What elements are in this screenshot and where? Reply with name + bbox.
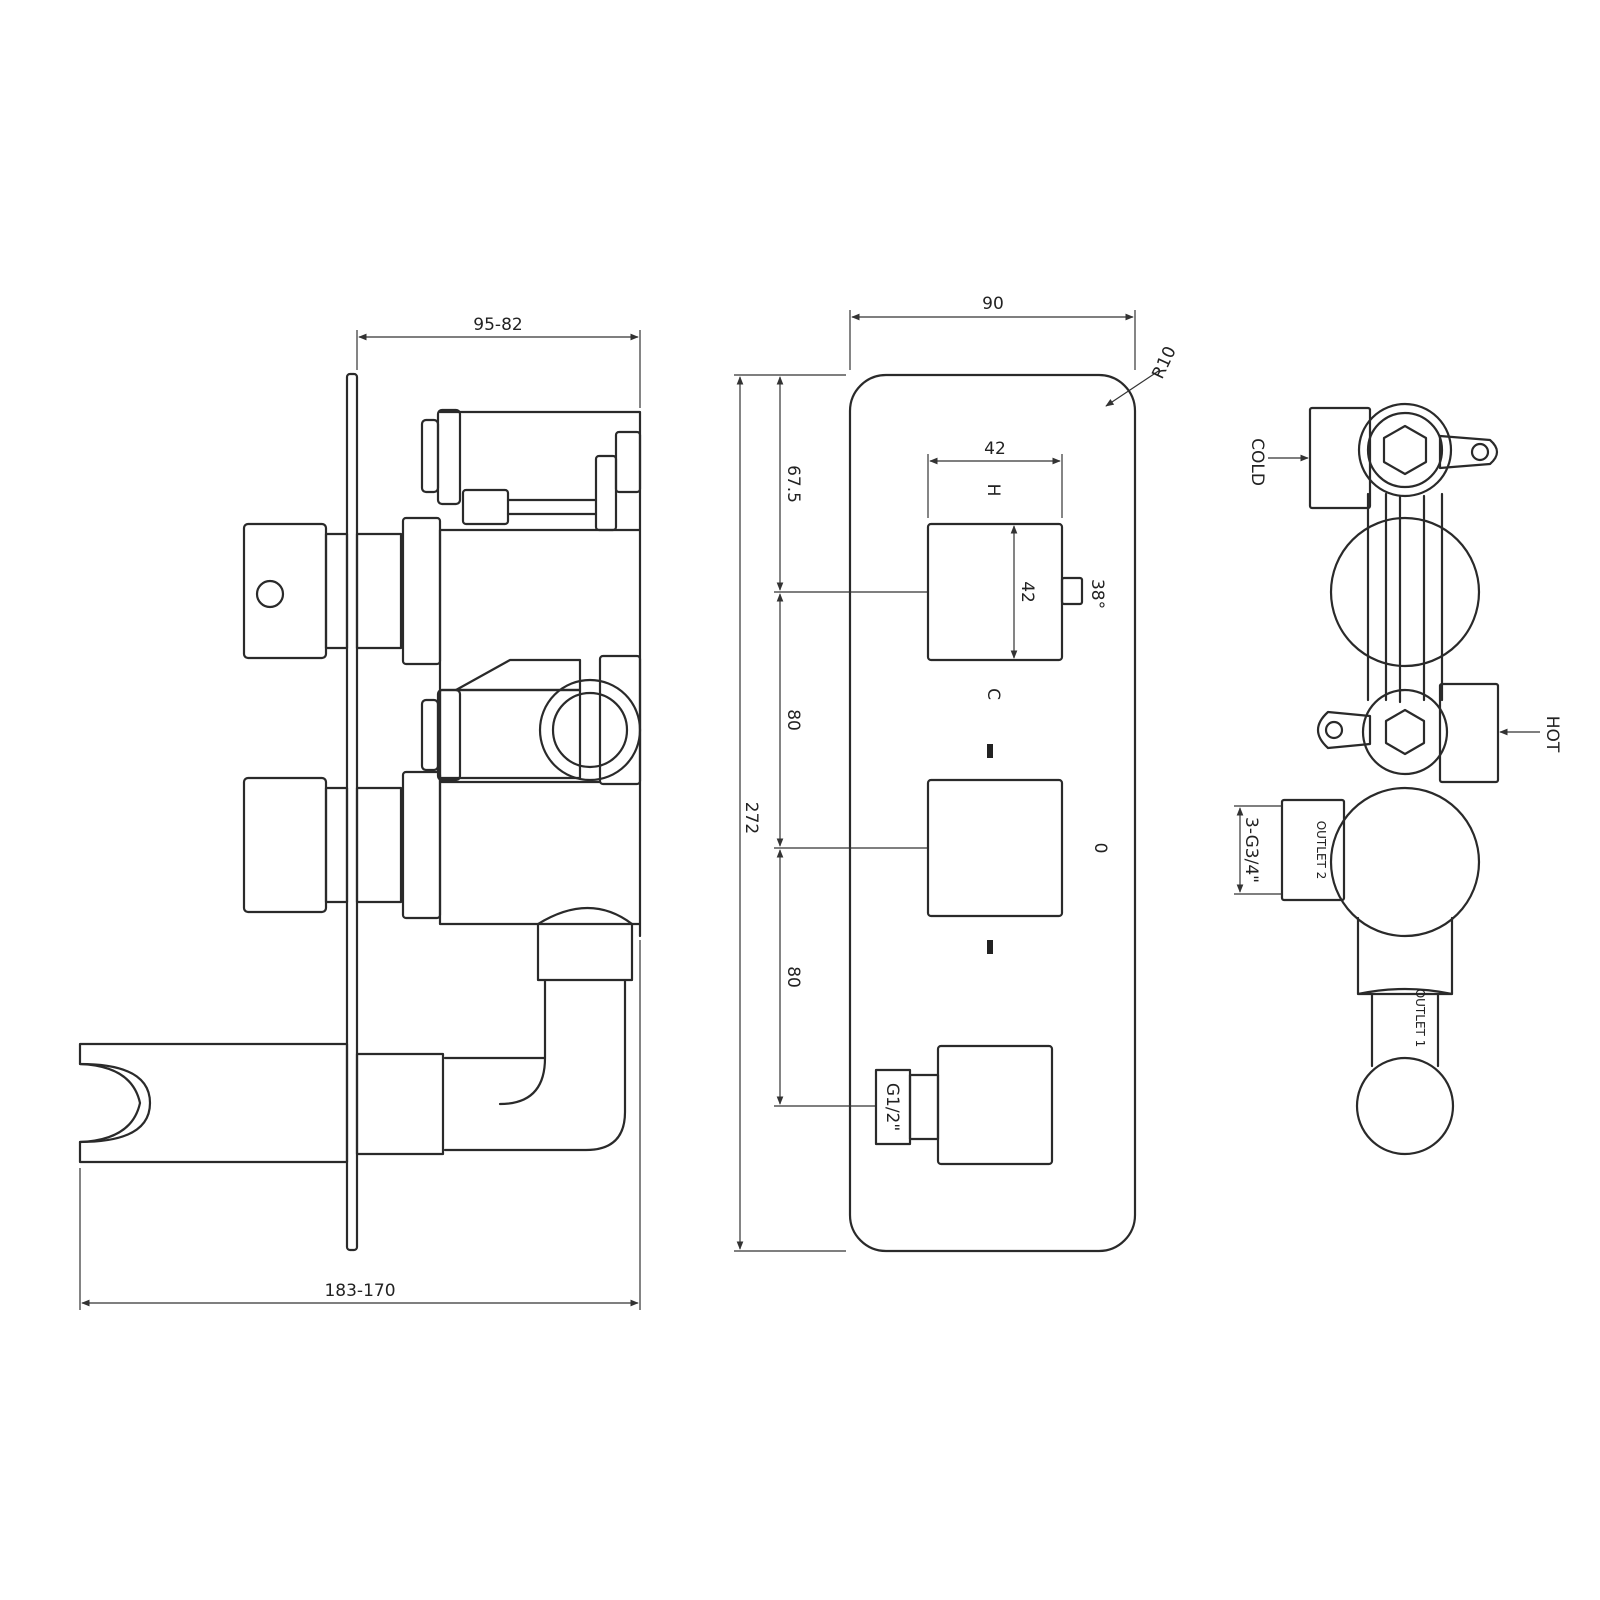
side-shower-holder (78, 1042, 349, 1164)
side-pipe-stub (461, 488, 510, 526)
rear-outlet2-block (1280, 798, 1346, 902)
side-flow-collar (401, 770, 442, 920)
side-view: 95-82 183-170 (78, 315, 642, 1310)
front-tick-mark-2 (987, 940, 993, 954)
front-cold-mark: C (983, 688, 1003, 700)
rear-cold-port-nut (1382, 424, 1428, 476)
rear-top-disc (1329, 516, 1481, 668)
rear-outlet1-label: OUTLET 1 (1413, 989, 1427, 1048)
side-flow-spindle (324, 786, 349, 904)
side-elbow-upper (594, 454, 618, 532)
side-thermo-collar (401, 516, 442, 666)
rear-outlet2-label: OUTLET 2 (1314, 821, 1328, 880)
front-tick-mark-1 (987, 744, 993, 758)
rear-view: COLD HOT OUTLET 2 3-G3/4" OUTLET 1 (1234, 402, 1562, 1156)
rear-cold-port-ring (1366, 411, 1444, 489)
front-thermo-handle (926, 522, 1064, 662)
side-depth-dim: 95-82 (473, 315, 522, 335)
front-view: 90 R10 272 67.5 80 80 42 42 38° H C (734, 294, 1181, 1253)
rear-hot-port-outer (1361, 688, 1449, 776)
rear-cold-label: COLD (1247, 438, 1267, 486)
front-top-offset-dim: 67.5 (783, 465, 803, 503)
front-outlet-nozzle (908, 1073, 940, 1141)
rear-cold-inlet-block (1308, 406, 1372, 510)
rear-cold-port-outer (1357, 402, 1453, 498)
rear-top-ear-hole (1470, 442, 1490, 462)
side-outlet-elbow (443, 907, 634, 1152)
rear-mid-ear-hole (1324, 720, 1344, 740)
side-valve-body (438, 410, 642, 938)
rear-body-rails (1366, 492, 1444, 704)
front-flow-handle (926, 778, 1064, 918)
front-spacing-dim-2: 80 (783, 966, 803, 988)
front-temp-stop-button (1060, 576, 1084, 606)
rear-outlet1-pipe (1356, 916, 1454, 1068)
side-holder-cradle (78, 1062, 152, 1144)
front-knob-width-dim: 42 (984, 439, 1006, 459)
rear-top-ear (1438, 434, 1499, 470)
side-flow-knob (242, 776, 328, 914)
side-inlet-ring-inner (551, 691, 629, 769)
front-outlet-nozzle-tip (874, 1068, 912, 1146)
side-flow-sleeve (355, 786, 403, 904)
side-overall-dim: 183-170 (324, 1281, 395, 1301)
front-width-dim: 90 (982, 294, 1004, 314)
rear-mid-ear (1316, 710, 1372, 750)
side-inlet-housing (598, 654, 642, 786)
rear-outlet-thread-label: 3-G3/4" (1241, 817, 1261, 883)
side-top-nut-cap (420, 418, 440, 494)
side-thermo-spindle (324, 532, 349, 650)
side-top-nut (436, 408, 462, 506)
side-inlet-ring-outer (538, 678, 642, 782)
front-outlet-thread: G1/2" (882, 1083, 902, 1131)
front-outlet-elbow (936, 1044, 1054, 1166)
rear-hot-inlet-block (1438, 682, 1500, 784)
rear-hot-port-nut (1384, 708, 1426, 756)
side-pipe-link (506, 498, 598, 516)
front-off-mark: 0 (1090, 843, 1110, 854)
front-hot-mark: H (983, 484, 1003, 497)
front-angle-dim: 38° (1087, 579, 1107, 609)
front-height-dim: 272 (741, 802, 761, 834)
side-outlet-collar (355, 1052, 445, 1156)
rear-lower-disc (1329, 786, 1481, 938)
side-mid-nut (436, 688, 462, 782)
front-radius-dim: R10 (1148, 343, 1180, 382)
side-mid-block (438, 688, 582, 780)
side-mid-nut-cap (420, 698, 440, 772)
side-knob-indicator (255, 579, 285, 609)
rear-outlet1-disc (1355, 1056, 1455, 1156)
front-plate (848, 373, 1137, 1253)
front-radius-leader (1105, 369, 1161, 407)
side-inlet-wedge (454, 658, 582, 692)
side-thermo-sleeve (355, 532, 403, 650)
side-elbow-upper-cap (614, 430, 642, 494)
rear-hot-label: HOT (1542, 716, 1562, 753)
front-knob-height-dim: 42 (1017, 581, 1037, 603)
front-spacing-dim-1: 80 (783, 709, 803, 731)
side-wall-plate (345, 372, 359, 1252)
